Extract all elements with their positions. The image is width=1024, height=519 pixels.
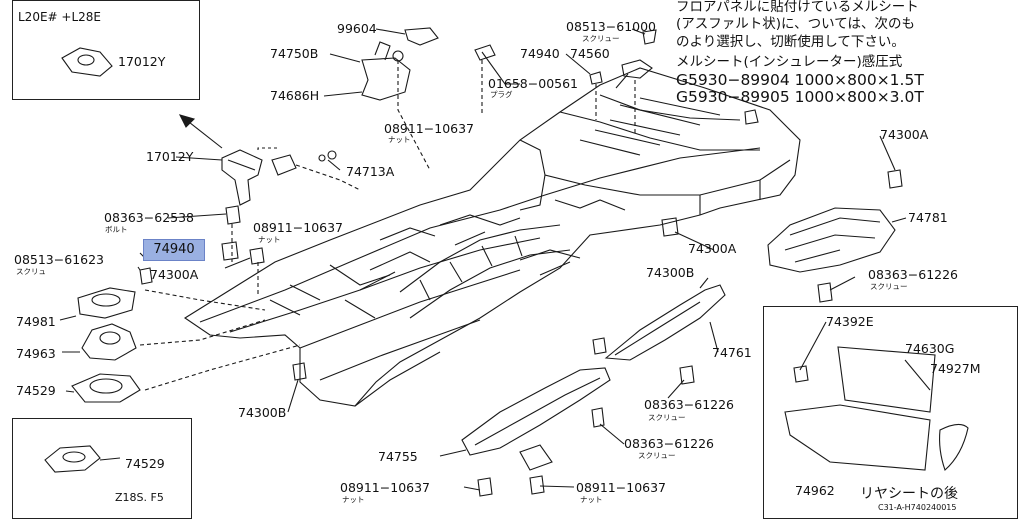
label-74940-top: 74940: [520, 46, 560, 61]
label-74713a: 74713A: [346, 164, 395, 179]
highlighted-part-74940[interactable]: 74940: [143, 239, 205, 261]
label-01658-00561: 01658−00561: [488, 76, 579, 91]
sub-nut-d: ナット: [580, 495, 603, 504]
note-line-6: G5930−89905 1000×800×3.0T: [676, 88, 924, 106]
mount-74963: [81, 323, 137, 361]
member-74761: [604, 284, 726, 361]
label-08513-61000: 08513−61000: [566, 19, 657, 34]
part-17012y-box-label: 17012Y: [118, 54, 166, 69]
label-08911-10637-d: 08911−10637: [576, 480, 667, 495]
sub-screw-a: スクリュー: [582, 34, 620, 43]
sub-screw-e: スクリュー: [638, 451, 676, 460]
engine-variant-box: [12, 0, 200, 100]
label-08363-62538: 08363−62538: [104, 210, 195, 225]
label-08911-10637-c: 08911−10637: [340, 480, 431, 495]
sub-screw-c: スクリュー: [870, 282, 908, 291]
note-line-4: メルシート(インシュレーター)感圧式: [676, 54, 903, 70]
label-08911-10637-a: 08911−10637: [384, 121, 475, 136]
label-74300a-right-top: 74300A: [880, 127, 929, 142]
label-74686h: 74686H: [270, 88, 320, 103]
label-99604: 99604: [337, 21, 377, 36]
sub-screw-b: スクリュ: [16, 267, 46, 276]
label-74300b-right: 74300B: [646, 265, 695, 280]
variant-title: L20E# +L28E: [18, 10, 101, 24]
label-08911-10637-b: 08911−10637: [253, 220, 344, 235]
floor-panel-outline: [183, 67, 801, 407]
part-74962-label: 74962: [795, 483, 835, 498]
note-line-2: (アスファルト状)に、ついては、次のも: [676, 16, 915, 32]
label-74963: 74963: [16, 346, 56, 361]
note-line-3: のより選択し、切断使用して下さい。: [676, 34, 905, 50]
label-08363-61226-a: 08363−61226: [868, 267, 959, 282]
sub-nut-a: ナット: [388, 135, 411, 144]
label-74560: 74560: [570, 46, 610, 61]
rear-seat-caption: リヤシートの後: [860, 486, 958, 502]
label-74300a-left: 74300A: [150, 267, 199, 282]
z18s-box: [12, 418, 192, 519]
label-74750b: 74750B: [270, 46, 319, 61]
reference-code: C31-A-H740240015: [878, 503, 957, 512]
z18s-caption: Z18S. F5: [115, 491, 164, 504]
sub-screw-d: スクリュー: [648, 413, 686, 422]
label-74981: 74981: [16, 314, 56, 329]
note-line-5: G5930−89904 1000×800×1.5T: [676, 71, 924, 89]
label-74761: 74761: [712, 345, 752, 360]
part-74927m-label: 74927M: [930, 361, 981, 376]
mount-74529: [71, 373, 141, 403]
sub-nut-b: ナット: [258, 235, 281, 244]
label-74300b-left: 74300B: [238, 405, 287, 420]
sub-nut-c: ナット: [342, 495, 365, 504]
bracket-17012y: [221, 149, 263, 206]
sub-plug: プラグ: [490, 90, 513, 99]
label-74755: 74755: [378, 449, 418, 464]
note-line-1: フロアパネルに貼付けているメルシート: [676, 0, 919, 15]
label-08363-61226-c: 08363−61226: [624, 436, 715, 451]
member-74755: [461, 367, 611, 456]
label-08363-61226-b: 08363−61226: [644, 397, 735, 412]
part-74392e-label: 74392E: [826, 314, 874, 329]
cover-74781: [767, 207, 896, 273]
label-17012y: 17012Y: [146, 149, 194, 164]
mount-74981: [77, 287, 136, 319]
part-74529-box-label: 74529: [125, 456, 165, 471]
label-74300a-mid: 74300A: [688, 241, 737, 256]
label-08513-61623: 08513−61623: [14, 252, 105, 267]
label-74529: 74529: [16, 383, 56, 398]
sub-bolt: ボルト: [105, 225, 128, 234]
part-74630g-label: 74630G: [905, 341, 955, 356]
label-74781: 74781: [908, 210, 948, 225]
